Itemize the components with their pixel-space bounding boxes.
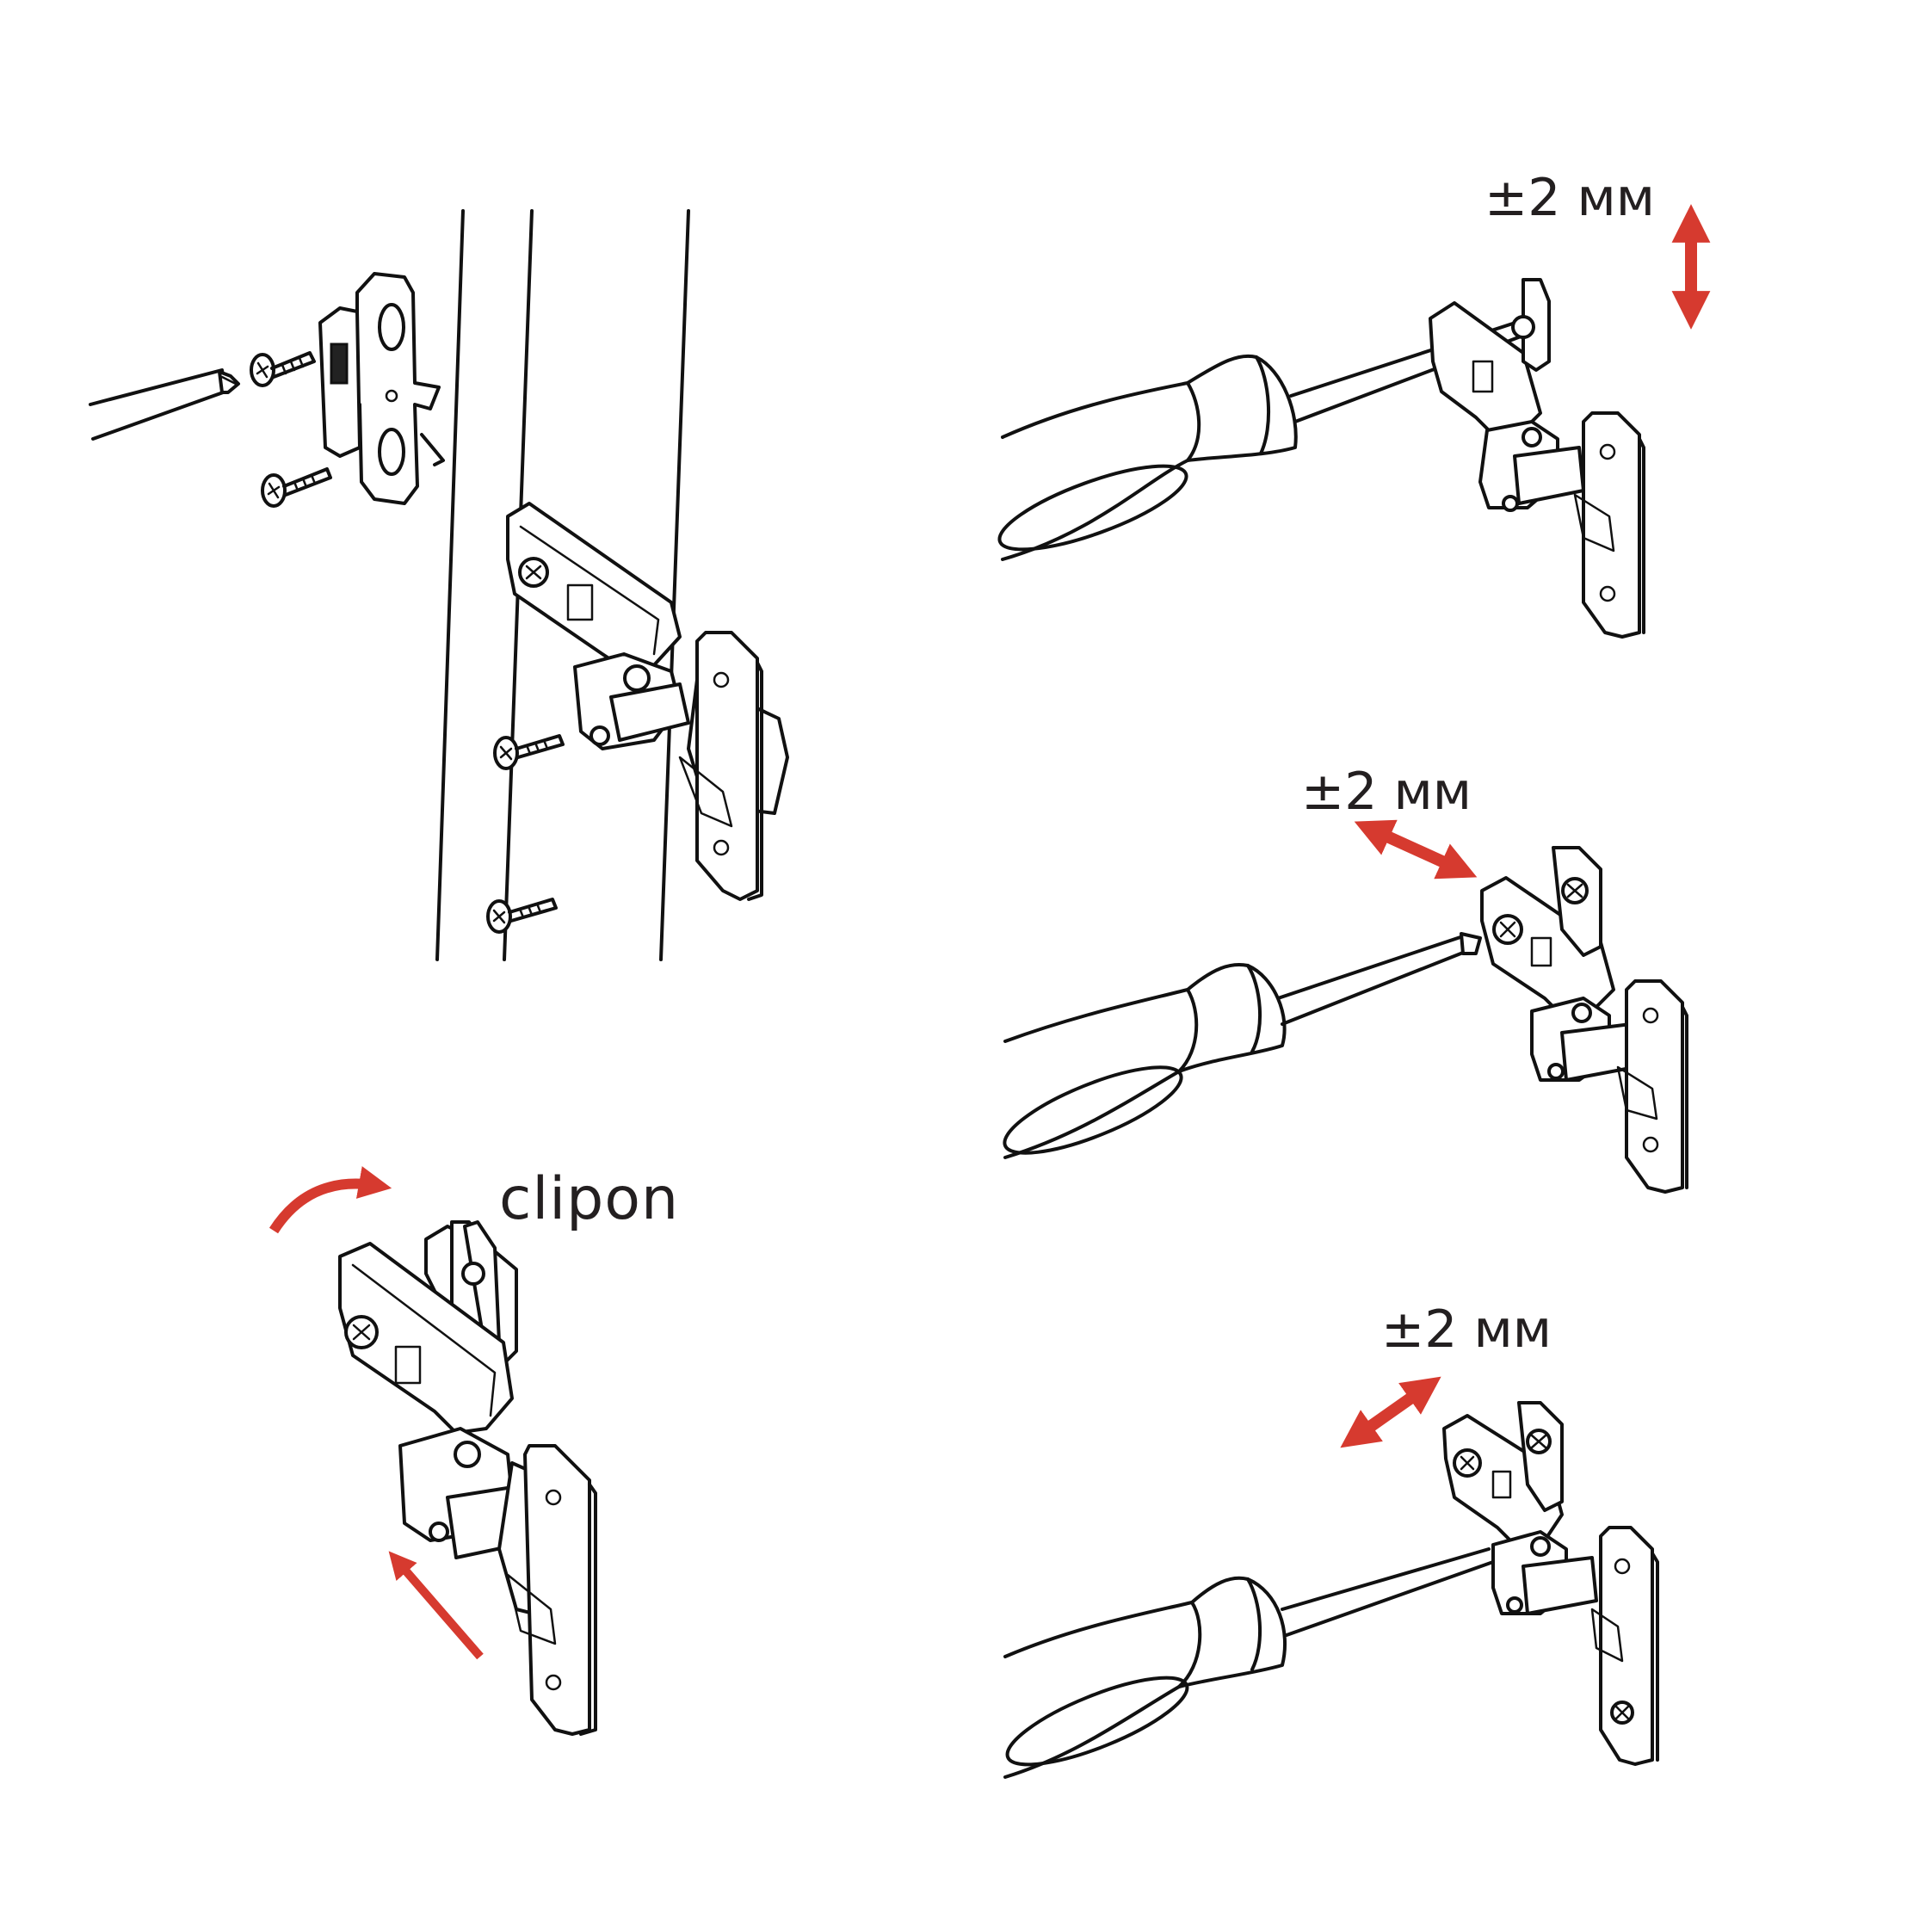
panel-side-adjust bbox=[1003, 1376, 1659, 1779]
screw-icon bbox=[493, 734, 565, 770]
panel-depth-adjust bbox=[1003, 819, 1688, 1194]
cabinet-edge-line bbox=[435, 209, 465, 961]
screwdriver-icon bbox=[89, 368, 240, 441]
hinge-icon bbox=[506, 502, 789, 901]
side-adjust-label: ±2 мм bbox=[1381, 1299, 1552, 1360]
depth-adjust-label: ±2 мм bbox=[1301, 762, 1472, 822]
screwdriver-icon bbox=[1003, 1547, 1495, 1779]
hinge-icon bbox=[1429, 278, 1645, 639]
vertical-adjust-label: ±2 мм bbox=[1484, 168, 1656, 228]
mounting-plate-icon bbox=[318, 272, 445, 505]
arrow-icon bbox=[388, 1551, 484, 1660]
panel-clipon bbox=[269, 1166, 597, 1736]
screwdriver-icon bbox=[1003, 932, 1482, 1159]
arrow-icon bbox=[269, 1166, 392, 1234]
arrow-icon bbox=[1340, 1376, 1441, 1448]
screw-icon bbox=[261, 467, 332, 508]
clipon-label: clipon bbox=[499, 1165, 680, 1233]
screw-icon bbox=[250, 351, 316, 387]
panel-mounting bbox=[89, 209, 789, 961]
hinge-icon bbox=[1442, 1401, 1659, 1766]
arrow-icon bbox=[1354, 819, 1478, 880]
screw-icon bbox=[486, 898, 558, 934]
hinge-icon bbox=[338, 1220, 597, 1736]
hinge-icon bbox=[1480, 846, 1688, 1194]
panel-vertical-adjust bbox=[997, 204, 1711, 639]
cabinet-edge-line bbox=[659, 209, 690, 961]
